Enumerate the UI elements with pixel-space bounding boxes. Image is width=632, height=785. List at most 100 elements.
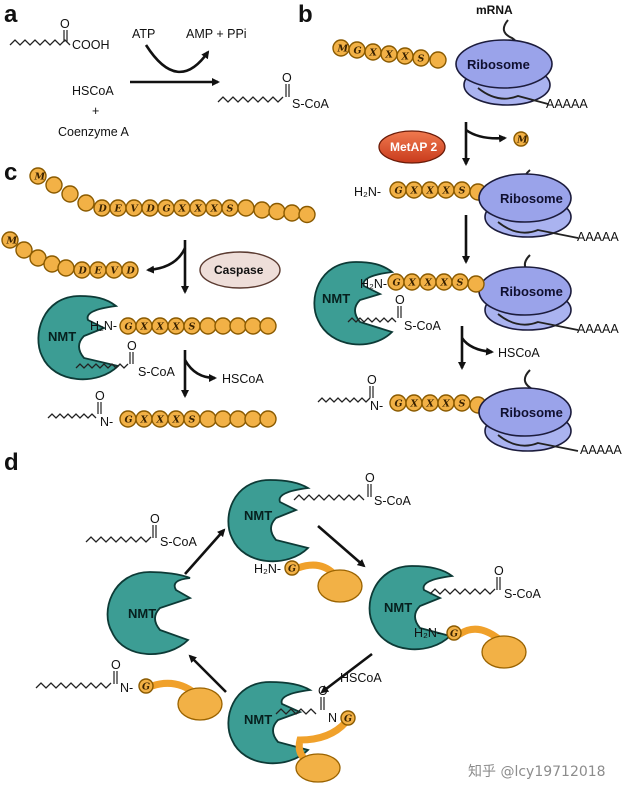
residue-letter: S (459, 186, 466, 197)
residue-bead (259, 317, 277, 335)
residue-letter: S (189, 322, 196, 333)
released-protein-d: G (138, 678, 223, 721)
residue-letter: X (410, 399, 419, 410)
residue-bead (199, 317, 217, 335)
ribosome-label-2: Ribosome (500, 191, 563, 206)
svg-text:O: O (395, 293, 405, 307)
svg-text:O: O (494, 564, 504, 578)
svg-text:O: O (365, 471, 375, 485)
nmt-b: NMT (313, 261, 395, 346)
svg-text:O: O (150, 512, 160, 526)
nmt-label-c: NMT (48, 329, 76, 344)
nmt-d-bottom: NMT (227, 681, 313, 765)
nmt-label-d-left: NMT (128, 606, 156, 621)
ribosome-label-4: Ribosome (500, 405, 563, 420)
n-label-d-bottom: N (328, 711, 337, 725)
panel-d: NMT O S-CoA O S-CoA NMT NMT O S-CoA H₂N- (35, 471, 541, 783)
residue-letter: D (78, 266, 88, 277)
thioester-o: O (282, 71, 292, 85)
residue-bead (244, 410, 262, 428)
svg-text:O: O (95, 389, 105, 403)
met-release-arrow (465, 128, 507, 143)
cycle-arrow-3 (320, 652, 373, 694)
caspase-enzyme: Caspase (199, 251, 281, 289)
residue-bead (298, 205, 316, 224)
svg-text:O: O (111, 658, 121, 672)
residue-letter: X (194, 204, 203, 215)
residue-letter: X (401, 52, 410, 63)
residue-letter: X (178, 204, 187, 215)
residue-letter: G (125, 415, 133, 426)
residue-letter: X (210, 204, 219, 215)
svg-text:O: O (127, 339, 137, 353)
residue-letter: D (126, 266, 136, 277)
residue-bead (199, 410, 217, 428)
substrate-protein-d-mid: G (284, 560, 363, 603)
ribosome-label-1: Ribosome (467, 57, 530, 72)
cycle-arrow-2 (317, 525, 366, 568)
watermark: 知乎 @lcy19712018 (468, 763, 606, 780)
residue-letter: G (395, 186, 403, 197)
residue-letter: S (418, 54, 425, 65)
hscoa-release-arrow-c (183, 359, 217, 382)
nmt-label-b: NMT (322, 291, 350, 306)
acyl-chain-a (217, 96, 284, 103)
residue-letter: E (94, 266, 103, 277)
ribosome-2: Ribosome AAAAA (478, 169, 619, 244)
svg-text:M: M (516, 135, 528, 146)
svg-text:G: G (288, 564, 296, 575)
fatty-acid-chain (9, 39, 71, 46)
scoa-label-d-left: S-CoA (160, 535, 197, 549)
residue-letter: X (440, 278, 449, 289)
released-met: M (513, 131, 529, 147)
scoa-label-b: S-CoA (404, 319, 441, 333)
residue-bead (121, 261, 139, 279)
ribosome-1: Ribosome AAAAA (455, 19, 588, 111)
residue-letter: G (125, 322, 133, 333)
hscoa-label: HSCoA (72, 84, 114, 98)
svg-text:G: G (450, 629, 458, 640)
residue-letter: V (111, 266, 120, 277)
hscoa-label-b: HSCoA (498, 346, 540, 360)
plus-label: + (92, 104, 99, 118)
polya-label-4: AAAAA (580, 443, 622, 457)
residue-letter: M (34, 172, 46, 183)
residue-bead (29, 167, 47, 185)
nmt-d-top: NMT (227, 479, 311, 563)
cycle-arrow-1 (184, 528, 226, 575)
residue-bead (429, 51, 447, 69)
residue-bead (229, 317, 247, 335)
residue-letter: S (227, 204, 234, 215)
residue-letter: X (426, 399, 435, 410)
panel-label-b: b (298, 1, 313, 28)
residue-letter: X (172, 415, 181, 426)
polya-label-1: AAAAA (546, 97, 588, 111)
residue-letter: M (6, 236, 18, 247)
scoa-label-c: S-CoA (138, 365, 175, 379)
svg-text:G: G (344, 714, 352, 725)
svg-text:O: O (367, 373, 377, 387)
peptide-tail-b1 (429, 51, 447, 69)
residue-bead (214, 317, 232, 335)
residue-letter: X (385, 50, 394, 61)
residue-letter: X (172, 322, 181, 333)
residue-bead (237, 199, 255, 217)
scoa-label-a: S-CoA (292, 97, 329, 111)
residue-bead (1, 231, 19, 249)
residue-letter: V (131, 204, 140, 215)
polya-label-2: AAAAA (577, 230, 619, 244)
residue-bead (15, 241, 33, 259)
acyl-chain-d-bottom (275, 708, 317, 715)
residue-bead (253, 201, 271, 219)
acyl-chain-d-top (293, 494, 365, 501)
acyl-chain-d-right (429, 588, 496, 595)
residue-bead (268, 202, 286, 221)
acyl-chain-d-product (35, 682, 112, 689)
residue-letter: X (424, 278, 433, 289)
